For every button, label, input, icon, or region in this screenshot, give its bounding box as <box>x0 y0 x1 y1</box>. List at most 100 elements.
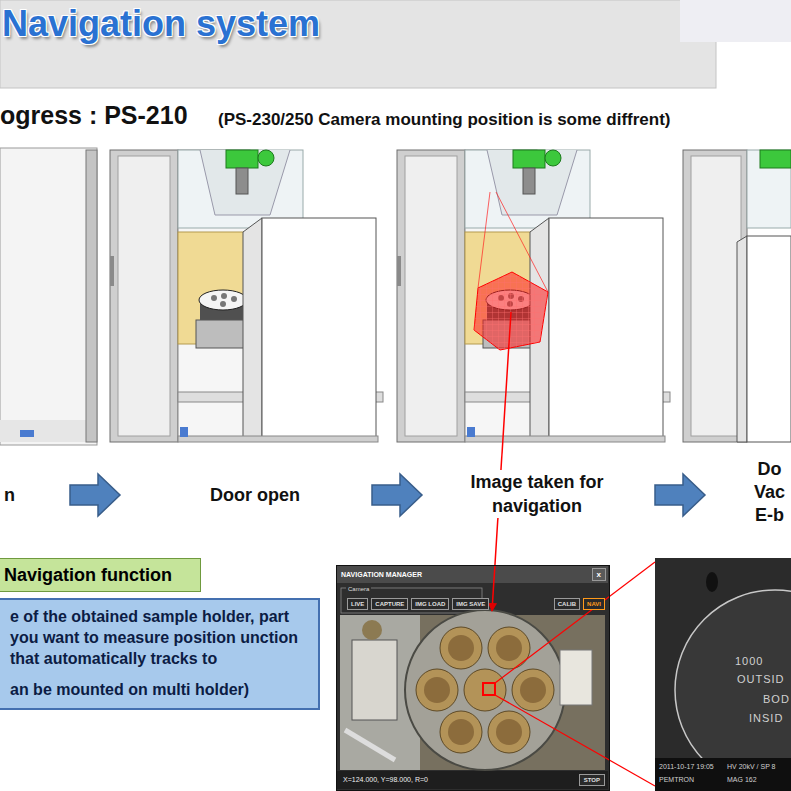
stub-sample <box>496 719 522 745</box>
node-text: x <box>597 569 601 580</box>
photo-stub <box>512 669 554 711</box>
door-box <box>747 236 791 442</box>
label-slot: n <box>2 484 17 507</box>
camera-photo <box>340 615 605 770</box>
toolbar-button: IMG LOAD <box>411 598 449 610</box>
node-text: STOP <box>584 776 600 784</box>
label-slot: Do Vac E-b <box>752 458 787 527</box>
sem-spot <box>706 572 718 592</box>
toolbar-button: IMG SAVE <box>452 598 489 610</box>
photo-holder <box>405 610 565 770</box>
node-text: e of the obtained sample holder, part yo… <box>10 606 310 669</box>
node-text: OUTSID <box>737 673 785 686</box>
close-button: x <box>592 568 606 581</box>
navigation-arrow <box>492 312 511 611</box>
chamber-cover <box>747 150 791 228</box>
node-text: MAG 162 <box>727 775 757 784</box>
label-slot: Door open <box>208 484 302 507</box>
text-slot: MAG 162 <box>727 775 757 784</box>
title-band <box>0 0 716 88</box>
stub-sample <box>520 677 546 703</box>
toolbar-button: LIVE <box>347 598 368 610</box>
node-text: PEMTRON <box>659 775 694 784</box>
node-text: 1000 <box>735 655 763 668</box>
window-frame <box>336 565 609 790</box>
text-slot: NAVIGATION MANAGER <box>341 570 422 579</box>
label-slot: Image taken for navigation <box>452 470 622 518</box>
text-slot: INSID <box>749 712 783 725</box>
sem-image <box>655 558 791 791</box>
node-text: Navigation function <box>4 564 188 586</box>
text-slot: OUTSID <box>737 673 785 686</box>
node-text: NAVIGATION MANAGER <box>341 570 422 579</box>
window-titlebar <box>337 566 608 583</box>
photo-rod <box>345 730 395 760</box>
node-text: CAPTURE <box>375 600 404 608</box>
panel-one-base <box>0 420 86 442</box>
description-box: e of the obtained sample holder, part yo… <box>0 598 320 710</box>
stub-sample <box>496 635 522 661</box>
node-text: HV 20kV / SP 8 <box>727 762 776 771</box>
node-text: BOD <box>763 693 790 706</box>
panel-one-frame <box>86 150 97 442</box>
door-side <box>737 236 747 442</box>
toolbar-button: CAPTURE <box>371 598 408 610</box>
label-slot: ogress : PS-210 <box>0 100 188 130</box>
text-slot: X=124.000, Y=98.000, R=0 <box>343 775 428 784</box>
node-text: Camera <box>346 585 371 593</box>
zoom-leader <box>495 695 655 786</box>
node-text: IMG SAVE <box>456 600 485 608</box>
step-caption: n <box>2 484 17 507</box>
app-window: NAVIGATION MANAGER CameraX=124.000, Y=98.… <box>336 565 610 791</box>
text-slot: BOD <box>763 693 790 706</box>
sem-infobar <box>655 758 791 791</box>
panel-three <box>397 148 677 445</box>
node-text: 2011-10-17 19:05 <box>659 762 714 771</box>
toolbar-button: NAVI <box>583 598 605 610</box>
panel-two <box>110 148 390 445</box>
window-statusbar <box>337 771 608 789</box>
stub-sample <box>448 635 474 661</box>
step-caption: Image taken for navigation <box>452 470 622 518</box>
photo-gear <box>362 620 382 640</box>
door-inner <box>691 156 741 436</box>
photo-cylinder <box>560 650 592 705</box>
panel-one <box>0 148 97 445</box>
door-frame <box>683 150 747 442</box>
photo-stub <box>488 627 530 669</box>
capture-grid <box>474 272 548 350</box>
slide-title: Navigation system <box>2 3 320 45</box>
text-slot: HV 20kV / SP 8 <box>727 762 776 771</box>
photo-block <box>352 640 397 720</box>
node-text: LIVE <box>351 600 364 608</box>
label-slot: (PS-230/250 Camera mounting position is … <box>218 110 670 130</box>
photo-stub <box>464 669 506 711</box>
subtitle-note: (PS-230/250 Camera mounting position is … <box>218 110 670 130</box>
selected-point <box>483 683 495 695</box>
corner-panel <box>680 0 791 42</box>
valve <box>760 150 791 168</box>
step-arrow <box>70 474 120 516</box>
stub-sample <box>424 677 450 703</box>
title-slot: Navigation system <box>2 3 320 45</box>
stub-sample <box>448 719 474 745</box>
toolbar-button: CALIB <box>554 598 580 610</box>
node-text: X=124.000, Y=98.000, R=0 <box>343 775 428 784</box>
section-tab: Navigation function <box>0 558 201 592</box>
stop-button: STOP <box>579 774 605 786</box>
photo-stub <box>488 711 530 753</box>
step-caption: Do Vac E-b <box>752 458 787 527</box>
text-slot: Camera <box>346 585 371 593</box>
zoom-leader <box>495 562 655 683</box>
photo-stub <box>416 669 458 711</box>
hinge <box>20 430 34 437</box>
photo-stub <box>440 627 482 669</box>
step-arrow <box>372 474 422 516</box>
node-text: NAVI <box>587 600 601 608</box>
panel-four <box>683 148 791 445</box>
step-arrow <box>655 474 705 516</box>
sem-image: 1000OUTSID BOD INSID 2011-10-17 19:05 HV 20k… <box>655 558 791 791</box>
node-text: IMG LOAD <box>415 600 445 608</box>
node-text: an be mounted on multi holder) <box>10 679 310 700</box>
